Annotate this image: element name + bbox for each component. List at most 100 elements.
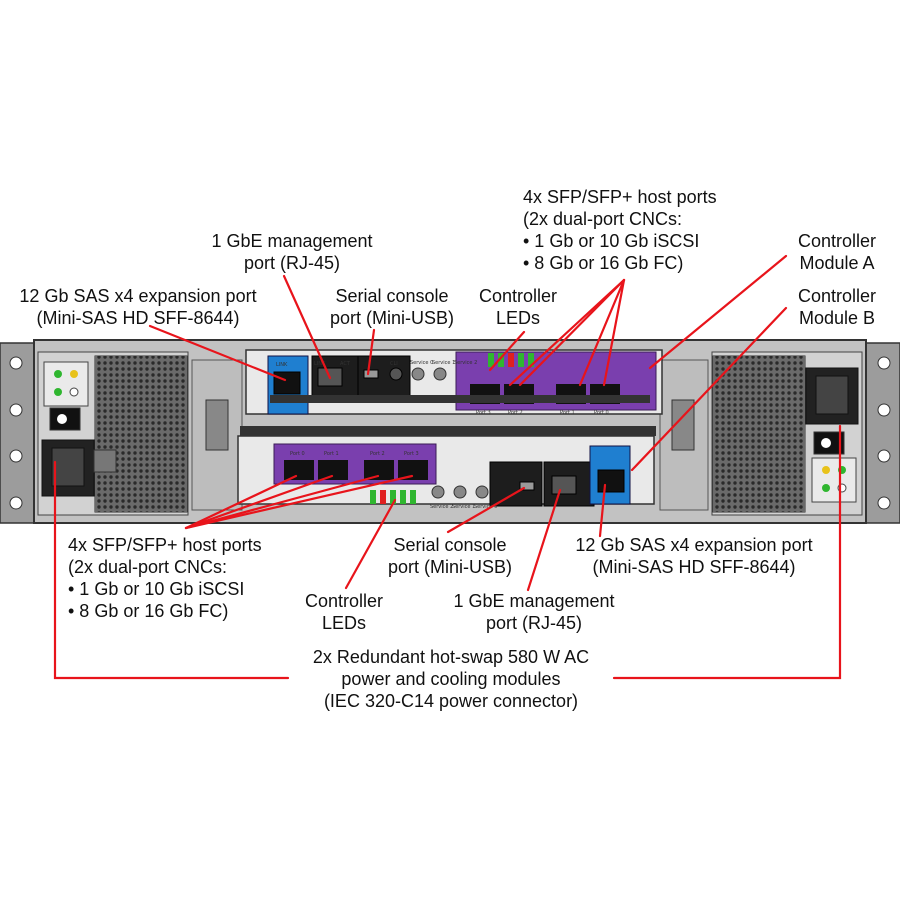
label-line: (Mini-SAS HD SFF-8644) <box>592 557 796 577</box>
mgmt-link-tag: LINK <box>314 361 326 367</box>
label-line: LEDs <box>495 308 540 328</box>
top-port-label: Port 0 <box>594 410 609 416</box>
callout-line-top-sfp <box>578 278 626 387</box>
label-line: port (RJ-45) <box>243 253 341 273</box>
label-top-serial: Serial console port (Mini-USB) <box>318 285 466 329</box>
top-service-label: Service 1 <box>432 360 455 366</box>
top-port-label: Port 3 <box>476 410 491 416</box>
label-bot-mgmt: 1 GbE management port (RJ-45) <box>440 590 628 634</box>
label-line: Module B <box>798 308 876 328</box>
controller-module-a <box>245 349 663 415</box>
led-icon <box>370 490 376 504</box>
psu-left <box>37 351 243 516</box>
callout-line-psu-left <box>53 460 290 680</box>
label-line: Controller <box>304 591 384 611</box>
label-top-sfp: 4x SFP/SFP+ host ports (2x dual-port CNC… <box>523 186 717 274</box>
label-line: (2x dual-port CNCs: <box>523 209 683 229</box>
label-line: Controller <box>797 286 877 306</box>
label-line: 4x SFP/SFP+ host ports <box>68 535 262 555</box>
led-icon <box>54 370 62 378</box>
sfp-port-icon <box>284 460 314 480</box>
label-line: 2x Redundant hot-swap 580 W AC <box>312 647 590 667</box>
callout-line-psu-right <box>612 424 842 680</box>
bottom-port-label: Port 3 <box>404 451 419 457</box>
callout-line-bot-serial <box>446 486 526 534</box>
label-line: 12 Gb SAS x4 expansion port <box>19 286 257 306</box>
callout-line-ctrl-b <box>630 306 788 472</box>
callout-line-bot-sfp <box>184 474 380 530</box>
label-bot-serial: Serial console port (Mini-USB) <box>376 534 524 578</box>
callout-line-bot-sfp <box>184 474 298 530</box>
callout-line-top-sfp <box>602 278 626 387</box>
label-line: port (RJ-45) <box>485 613 583 633</box>
callout-line-top-leds <box>488 330 526 372</box>
callout-line-bot-leds <box>344 498 397 590</box>
label-line: (2x dual-port CNCs: <box>68 557 228 577</box>
label-line: Module A <box>799 253 875 273</box>
label-line: • 1 Gb or 10 Gb iSCSI <box>523 231 700 251</box>
sfp-port-icon <box>597 469 625 493</box>
led-icon <box>822 466 830 474</box>
panel-text: Port 3 Port 2 Port 1 Port 0 Port 0 Port … <box>276 360 609 510</box>
callout-line-bot-sfp <box>184 474 334 530</box>
label-line: Controller <box>797 231 877 251</box>
mgmt-act-tag: ACT <box>340 361 351 367</box>
label-line: LEDs <box>321 613 366 633</box>
label-line: Serial console <box>335 286 449 306</box>
serial-cli-tag: CLI <box>390 361 398 367</box>
callout-line-bot-sas <box>598 483 607 538</box>
usb-port-icon <box>519 481 535 491</box>
callout-line-top-sfp <box>508 278 626 387</box>
bottom-service-label: Service 1 <box>452 504 475 510</box>
right-rack-ear <box>863 342 900 524</box>
usb-port-icon <box>363 369 379 379</box>
label-line: 1 GbE management <box>453 591 615 611</box>
psu-right <box>659 351 863 516</box>
sfp-port-icon <box>273 371 301 395</box>
callout-line-ctrl-a <box>648 254 788 370</box>
rj45-port-icon <box>551 475 577 495</box>
label-line: • 1 Gb or 10 Gb iSCSI <box>68 579 245 599</box>
top-port-label: Port 2 <box>508 410 523 416</box>
callout-line-top-sfp <box>518 278 626 387</box>
callout-line-bot-sfp <box>184 474 414 530</box>
label-line: 1 GbE management <box>211 231 373 251</box>
bottom-port-label: Port 0 <box>290 451 305 457</box>
callout-lines <box>53 254 842 680</box>
label-controller-module-a: Controller Module A <box>782 230 892 274</box>
label-line: port (Mini-USB) <box>387 557 512 577</box>
bottom-port-label: Port 1 <box>324 451 339 457</box>
label-line: Serial console <box>393 535 507 555</box>
bottom-service-label: Service 0 <box>474 504 497 510</box>
sas-link-tag: LINK <box>276 362 288 368</box>
label-line: • 8 Gb or 16 Gb FC) <box>523 253 684 273</box>
controller-module-b <box>237 426 656 507</box>
label-line: power and cooling modules <box>341 669 561 689</box>
label-line: 4x SFP/SFP+ host ports <box>523 187 717 207</box>
label-controller-module-b: Controller Module B <box>782 285 892 329</box>
callout-line-top-mgmt <box>282 274 332 380</box>
label-bot-leds: Controller LEDs <box>294 590 394 634</box>
label-line: • 8 Gb or 16 Gb FC) <box>68 601 229 621</box>
label-psu: 2x Redundant hot-swap 580 W AC power and… <box>290 646 612 712</box>
top-port-label: Port 1 <box>560 410 575 416</box>
label-line: (IEC 320-C14 power connector) <box>323 691 579 711</box>
label-line: Controller <box>478 286 558 306</box>
label-bot-sas: 12 Gb SAS x4 expansion port (Mini-SAS HD… <box>558 534 830 578</box>
bottom-service-label: Service 2 <box>430 504 453 510</box>
label-bot-sfp: 4x SFP/SFP+ host ports (2x dual-port CNC… <box>68 534 262 622</box>
callout-line-bot-mgmt <box>526 488 562 592</box>
label-line: (Mini-SAS HD SFF-8644) <box>36 308 240 328</box>
label-line: 12 Gb SAS x4 expansion port <box>575 535 813 555</box>
callout-line-top-serial <box>366 328 376 376</box>
bottom-port-label: Port 2 <box>370 451 385 457</box>
top-service-label: Service 0 <box>410 360 433 366</box>
label-top-mgmt: 1 GbE management port (RJ-45) <box>198 230 386 274</box>
label-top-sas: 12 Gb SAS x4 expansion port (Mini-SAS HD… <box>2 285 274 329</box>
label-top-leds: Controller LEDs <box>468 285 568 329</box>
callout-line-top-sas <box>148 324 287 382</box>
left-rack-ear <box>0 342 37 524</box>
top-service-label: Service 2 <box>454 360 477 366</box>
